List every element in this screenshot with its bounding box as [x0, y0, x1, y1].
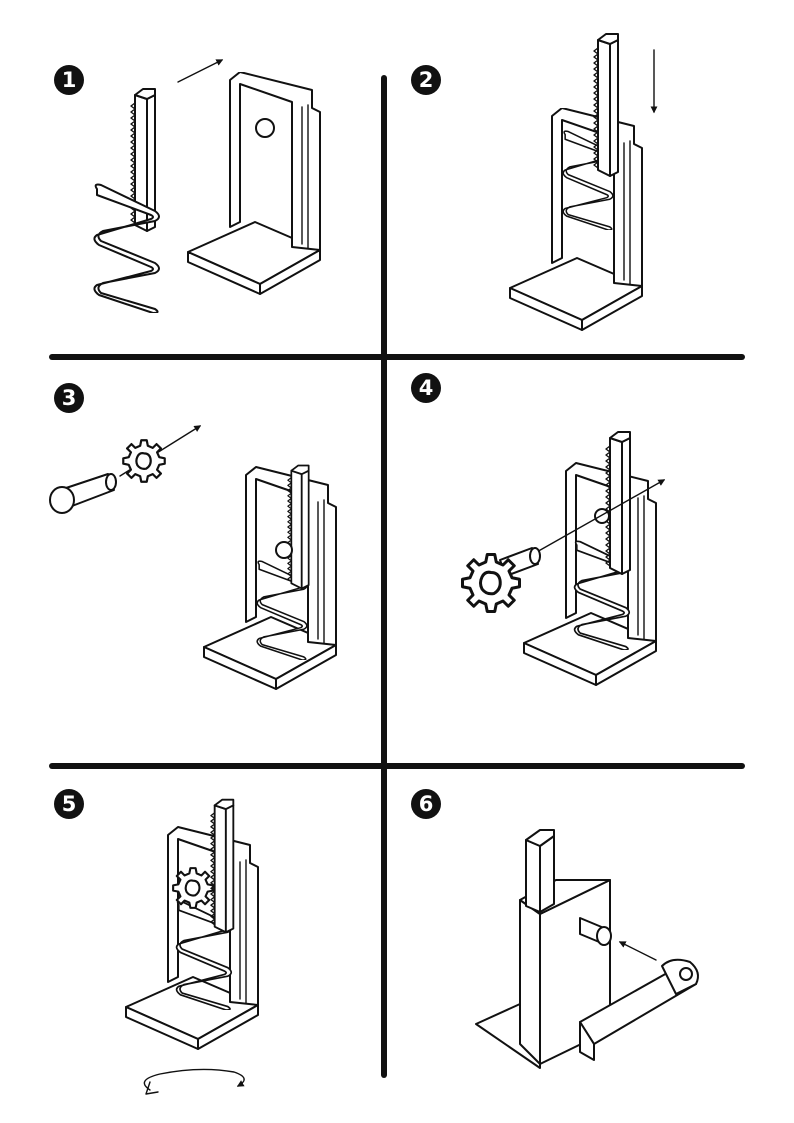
holder-frame [202, 465, 338, 691]
step-2-number: 2 [419, 68, 434, 92]
axle-hole [275, 541, 293, 559]
rack-strip [209, 798, 235, 934]
holder-frame [124, 825, 260, 1051]
step-4-panel: 4 [411, 373, 666, 687]
insert-arrow [177, 59, 224, 83]
rotate-arrow [143, 1068, 245, 1091]
step-3-badge: 3 [54, 383, 84, 413]
step-4-number: 4 [419, 376, 434, 400]
step-1-badge: 1 [54, 65, 84, 95]
step-5-panel: 5 [54, 789, 260, 1095]
step-3-panel: 3 [49, 383, 338, 691]
step-1-panel: 1 [54, 59, 321, 313]
rack-strip [593, 33, 619, 177]
step-6-badge: 6 [411, 789, 441, 819]
attach-arrow [618, 941, 657, 961]
step-3-number: 3 [62, 386, 77, 410]
insert-arrow [534, 479, 666, 554]
axle-stub [579, 917, 612, 946]
rack-strip [286, 464, 310, 590]
rotate-arrow-tail [145, 1081, 159, 1095]
gear [461, 553, 521, 613]
step-6-number: 6 [419, 792, 434, 816]
rack-strip [605, 431, 631, 575]
step-6-panel: 6 [411, 789, 699, 1069]
step-2-panel: 2 [411, 33, 658, 331]
step-1-number: 1 [62, 68, 77, 92]
gear [171, 866, 215, 910]
axle-hole [594, 508, 610, 524]
crank-handle [579, 958, 699, 1061]
axle-pin [49, 473, 117, 514]
holder-frame [187, 72, 321, 295]
gear [121, 438, 167, 484]
step-2-badge: 2 [411, 65, 441, 95]
step-5-badge: 5 [54, 789, 84, 819]
step-4-badge: 4 [411, 373, 441, 403]
axle-hole [255, 118, 275, 138]
step-5-number: 5 [62, 792, 77, 816]
